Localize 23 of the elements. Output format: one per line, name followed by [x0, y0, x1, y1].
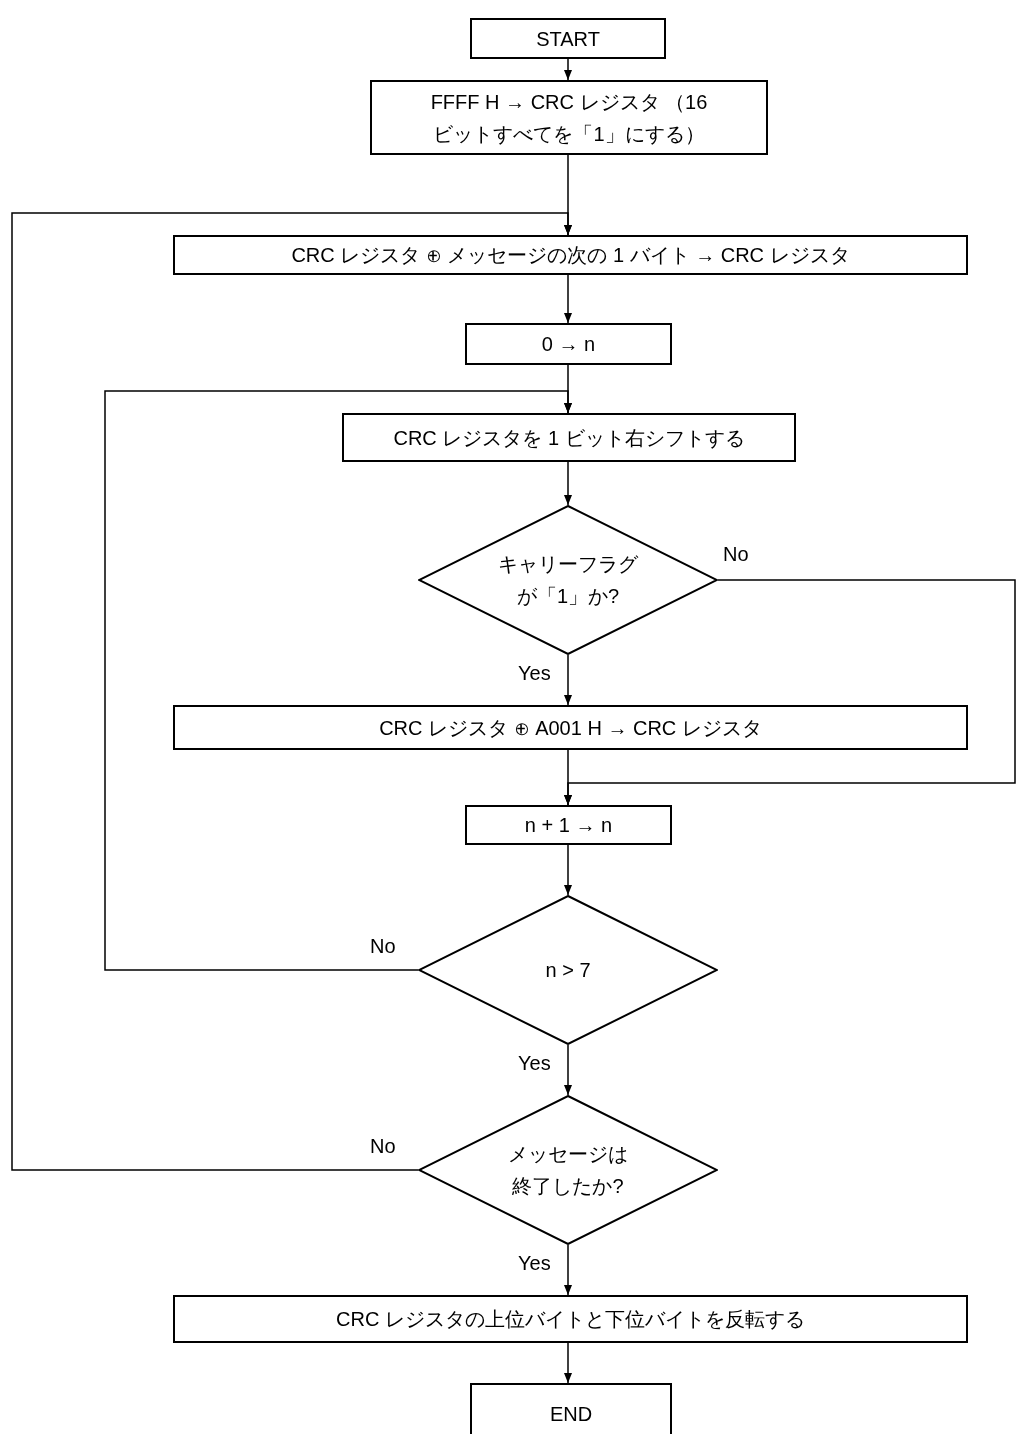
process-box: CRC レジスタを 1 ビット右シフトする — [342, 413, 796, 462]
process-box: FFFF H → CRC レジスタ （16 ビットすべてを「1」にする） — [370, 80, 768, 155]
arrow — [563, 461, 573, 506]
process-box: 0 → n — [465, 323, 672, 365]
arrow — [563, 844, 573, 896]
process-box: CRC レジスタ ⊕ A001 H → CRC レジスタ — [173, 705, 968, 750]
arrow — [563, 58, 573, 81]
process-box: CRC レジスタの上位バイトと下位バイトを反転する — [173, 1295, 968, 1343]
arrow — [563, 1342, 573, 1384]
terminal-box: END — [470, 1383, 672, 1434]
arrow — [563, 749, 573, 806]
arrow — [104, 390, 573, 971]
decision-diamond: メッセージは終了したか? — [418, 1095, 718, 1245]
arrow — [563, 1244, 573, 1296]
arrow — [563, 274, 573, 324]
arrow — [11, 212, 573, 1171]
arrow — [563, 1044, 573, 1096]
process-box: n + 1 → n — [465, 805, 672, 845]
arrow — [563, 654, 573, 706]
decision-diamond: キャリーフラグが「1」か? — [418, 505, 718, 655]
terminal-box: START — [470, 18, 666, 59]
process-box: CRC レジスタ ⊕ メッセージの次の 1 バイト → CRC レジスタ — [173, 235, 968, 275]
decision-diamond: n > 7 — [418, 895, 718, 1045]
